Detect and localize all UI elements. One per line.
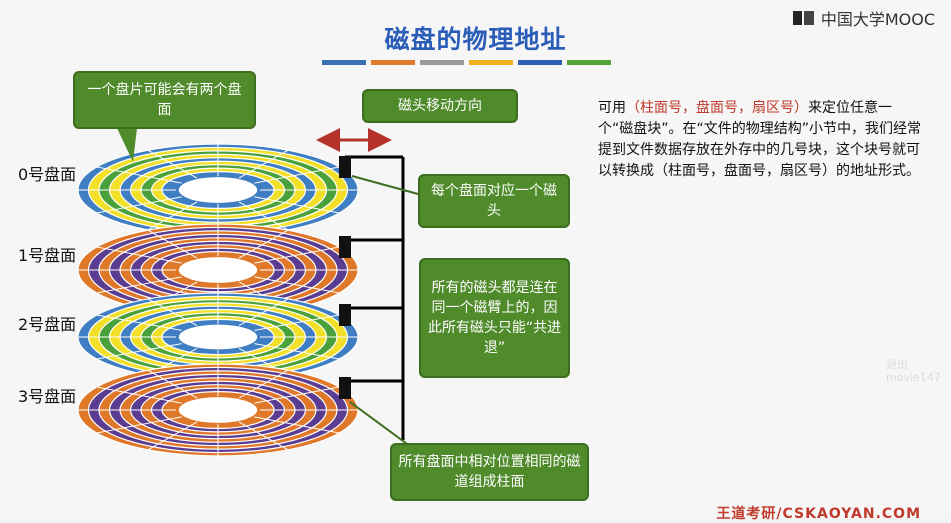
sector-line <box>96 386 182 404</box>
sector-line <box>147 421 198 451</box>
sector-line <box>147 149 198 179</box>
brand: 中国大学MOOC <box>792 6 935 30</box>
description-prefix: 可用 <box>598 100 626 116</box>
callout-pointer-1 <box>117 128 137 162</box>
platter-label-2: 2号盘面 <box>18 315 77 334</box>
mooc-logo-icon <box>792 9 815 27</box>
title-color-bar <box>567 60 611 65</box>
platter-label-3: 3号盘面 <box>18 387 77 406</box>
sector-line <box>238 298 289 327</box>
footer-brand: 王道考研/CSKAOYAN.COM <box>716 506 921 522</box>
sector-line <box>238 369 289 399</box>
sector-line <box>147 298 198 327</box>
sector-line <box>147 201 198 231</box>
description-text: 可用（柱面号，盘面号，扇区号）来定位任意一个“磁盘块”。在“文件的物理结构”小节… <box>598 98 923 182</box>
head-2-icon <box>339 304 351 326</box>
spindle-hole <box>178 257 258 283</box>
sector-line <box>96 343 182 360</box>
slide-title: 磁盘的物理地址 <box>384 25 567 54</box>
platter-label-1: 1号盘面 <box>18 246 77 265</box>
watermark: 退出 movie147 <box>886 358 941 384</box>
sector-line <box>96 196 182 214</box>
head-0-icon <box>339 156 351 178</box>
platter-1 <box>77 223 359 317</box>
callout-one-head: 每个盘面对应一个磁头 <box>418 174 570 228</box>
head-3-icon <box>339 377 351 399</box>
head-1-icon <box>339 236 351 258</box>
callout-shared-arm: 所有的磁头都是连在同一个磁臂上的，因此所有磁头只能“共进退” <box>419 258 570 378</box>
title-color-bar <box>420 60 464 65</box>
sector-line <box>254 246 340 264</box>
brand-label: 中国大学MOOC <box>820 10 935 29</box>
sector-line <box>254 386 340 404</box>
description-highlight: （柱面号，盘面号，扇区号） <box>626 100 808 116</box>
sector-line <box>96 246 182 264</box>
sector-line <box>96 166 182 184</box>
platter-2 <box>77 292 359 382</box>
sector-line <box>96 276 182 294</box>
sector-line <box>254 276 340 294</box>
sector-line <box>238 421 289 451</box>
platter-label-0: 0号盘面 <box>18 165 77 184</box>
sector-line <box>254 343 340 360</box>
sector-line <box>254 416 340 434</box>
platter-3 <box>77 363 359 457</box>
spindle-hole <box>178 397 258 423</box>
platter-0 <box>77 143 359 237</box>
sector-line <box>96 416 182 434</box>
sector-line <box>147 229 198 259</box>
spindle-hole <box>178 177 258 203</box>
title-color-bar <box>518 60 562 65</box>
title-color-bar <box>371 60 415 65</box>
sector-line <box>147 369 198 399</box>
sector-line <box>238 201 289 231</box>
disk-arm <box>339 155 405 440</box>
callout-cylinder: 所有盘面中相对位置相同的磁道组成柱面 <box>390 443 589 501</box>
sector-line <box>254 166 340 184</box>
callout-two-surfaces: 一个盘片可能会有两个盘面 <box>73 71 256 129</box>
callout-pointer-2 <box>351 175 419 195</box>
sector-line <box>254 196 340 214</box>
sector-line <box>238 229 289 259</box>
spindle-hole <box>178 324 258 350</box>
sector-line <box>96 314 182 331</box>
description-rest: 来定位任意一个“磁盘块”。在“文件的物理结构”小节中，我们经常提到文件数据存放在… <box>598 100 922 179</box>
callout-head-direction: 磁头移动方向 <box>362 89 518 123</box>
sector-line <box>254 314 340 331</box>
sector-line <box>238 149 289 179</box>
title-color-bar <box>322 60 366 65</box>
title-color-bar <box>469 60 513 65</box>
